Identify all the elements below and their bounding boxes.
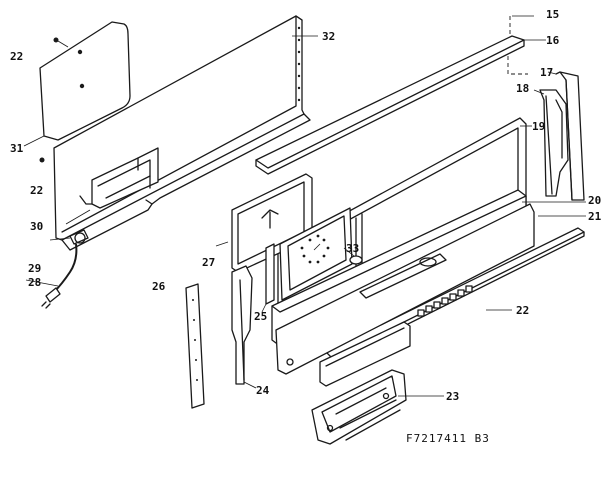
- label-26: 26: [152, 280, 166, 293]
- label-24: 24: [256, 384, 270, 397]
- label-18: 18: [516, 82, 529, 95]
- label-25: 25: [254, 310, 267, 323]
- part-24-end-cap: [231, 265, 253, 385]
- panel-edge-holes: [297, 26, 301, 102]
- label-22-top: 22: [10, 50, 23, 63]
- label-27: 27: [202, 256, 215, 269]
- part-30-bracket: [79, 147, 159, 209]
- part-17-end-bracket-rear: [555, 71, 585, 201]
- label-33: 33: [346, 242, 359, 255]
- part-31-cover-plate: [39, 21, 131, 141]
- clock-face: [279, 207, 353, 301]
- label-17: 17: [540, 66, 553, 79]
- label-30: 30: [30, 220, 43, 233]
- control-panel-main: [275, 203, 535, 375]
- part-29-cord-connector: [69, 229, 89, 245]
- label-15: 15: [546, 8, 559, 21]
- label-22-right: 22: [516, 304, 529, 317]
- label-21: 21: [588, 210, 602, 223]
- part-16-top-trim: [255, 16, 528, 175]
- push-button-row: [417, 285, 473, 317]
- drawing-code: F7217411 B3: [406, 432, 490, 445]
- leader-lines: [23, 15, 586, 397]
- part-22-screw-left: [39, 157, 45, 163]
- label-20: 20: [588, 194, 601, 207]
- label-28: 28: [28, 276, 41, 289]
- lower-trim-panel: [319, 321, 411, 387]
- part-labels: 22 32 15 16 17 18 19 31 22 20 21 30 33 2…: [10, 8, 602, 445]
- label-23: 23: [446, 390, 459, 403]
- part-25-side-bracket: [265, 243, 275, 305]
- part-22-screw-top: [53, 37, 69, 48]
- part-23-handle-assembly: [311, 369, 407, 445]
- label-32: 32: [322, 30, 335, 43]
- part-26-side-strip: [185, 283, 205, 409]
- part-28-power-cord: [41, 243, 78, 309]
- strip-holes: [192, 299, 198, 381]
- label-31: 31: [10, 142, 24, 155]
- label-16: 16: [546, 34, 560, 47]
- label-29: 29: [28, 262, 41, 275]
- part-33-knob: [349, 255, 363, 265]
- label-22-left: 22: [30, 184, 43, 197]
- part-18-end-bracket-front: [539, 89, 569, 197]
- label-19: 19: [532, 120, 545, 133]
